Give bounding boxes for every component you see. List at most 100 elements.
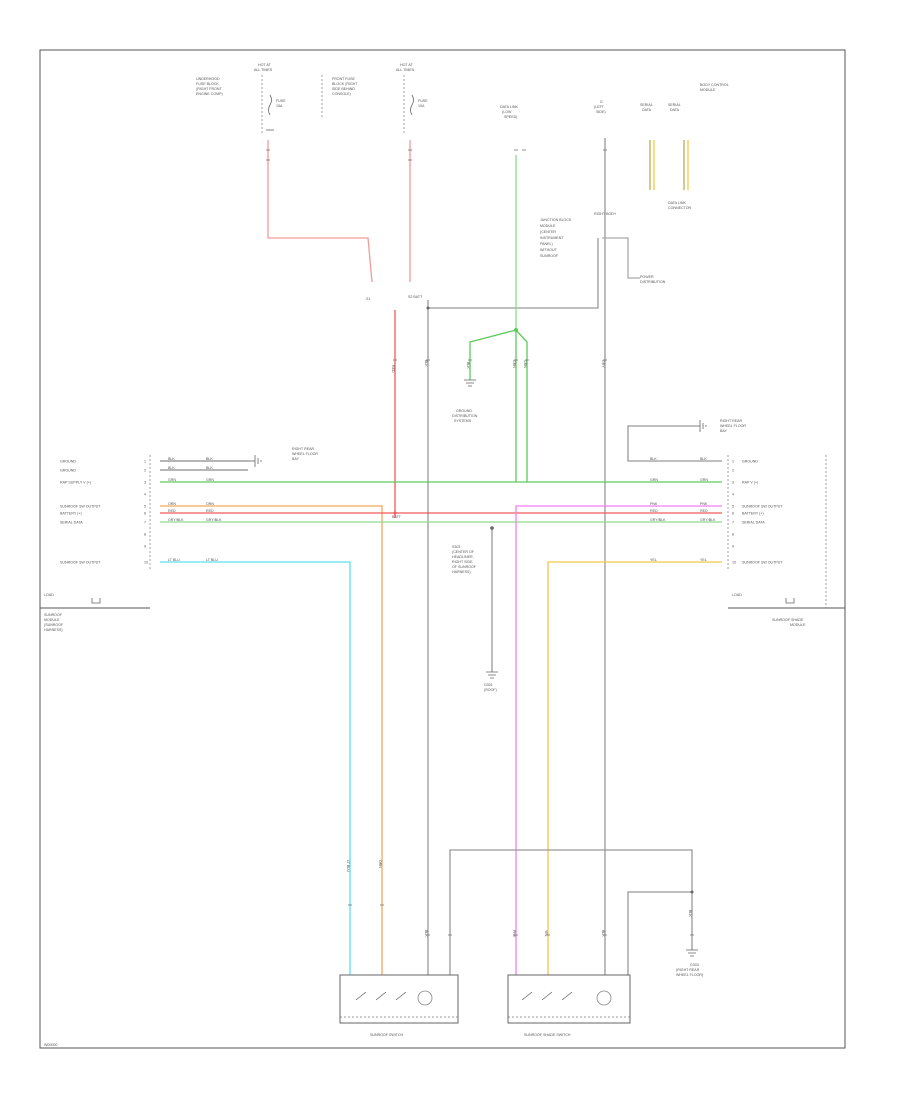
left-pin-wire-code: BLK bbox=[168, 466, 175, 470]
right-pin-label: SERIAL DATA bbox=[742, 520, 765, 524]
right-pin-label: BATTERY (+) bbox=[742, 511, 764, 515]
ground-symbol-g301: G301 (ROOF) bbox=[484, 671, 498, 692]
ground-symbol-g303: G303 (RIGHT REAR WHEEL FLOOR) bbox=[676, 949, 703, 977]
left-pin-num: 10 bbox=[144, 560, 148, 564]
left-pin-num: 5 bbox=[144, 504, 146, 508]
right-pin-num: 10 bbox=[732, 560, 736, 564]
rj-8: SUNROOF bbox=[540, 254, 559, 258]
body-control-label-2: MODULE bbox=[700, 88, 716, 92]
right-pin-wire: RED bbox=[650, 509, 658, 513]
right-pin-num: 8 bbox=[732, 532, 734, 536]
left-pin-wire-code: ORN bbox=[168, 502, 176, 506]
left-module-name-3: (SUNROOF bbox=[44, 623, 64, 627]
gd-2: DISTRIBUTION bbox=[452, 414, 478, 418]
ground-dist-label: GROUND DISTRIBUTION SYSTEMS bbox=[452, 409, 478, 423]
dlc-label-1: DATA LINK bbox=[668, 201, 686, 205]
rj-6: PANEL) bbox=[540, 242, 553, 246]
splice-s303-label: S303 (CENTER OF HEADLINER, RIGHT SIDE OF… bbox=[452, 526, 494, 574]
right-junction-label: RIGHT BODY JUNCTION BLOCK MODULE (CENTER… bbox=[540, 212, 666, 284]
ground-left-3: BAY bbox=[292, 457, 300, 461]
s303-2: (CENTER OF bbox=[452, 550, 475, 554]
sunroof-switch-label: SUNROOF SWITCH bbox=[370, 1033, 404, 1037]
fuse-left-label-2: 15A bbox=[276, 104, 283, 108]
right-module-name-2: MODULE bbox=[790, 623, 806, 627]
data-link-label-3: SPEED) bbox=[504, 115, 517, 119]
fuse-block-left: HOT AT ALL TIMES UNDERHOOD FUSE BLOCK (R… bbox=[196, 63, 286, 135]
fuse-right-loc-3: SIDE BEHIND bbox=[332, 87, 355, 91]
top-label-serial-data: SERIAL DATA SERIAL DATA BODY CONTROL MOD… bbox=[640, 83, 729, 210]
g303-2: (RIGHT REAR bbox=[676, 968, 700, 972]
left-pin-num: 9 bbox=[144, 544, 146, 548]
left-module-name-2: MODULE bbox=[44, 618, 60, 622]
rj-4: (CENTER bbox=[540, 230, 556, 234]
ground-symbol-right: RIGHT REAR WHEEL FLOOR BAY bbox=[699, 419, 746, 433]
wire-tag-yel-bottom: YEL bbox=[544, 930, 548, 937]
left-module-name-4: HARNESS) bbox=[44, 628, 63, 632]
left-pin-num: 6 bbox=[144, 511, 146, 515]
serial-data-label-2: DATA bbox=[642, 108, 652, 112]
splice-dot-green bbox=[514, 328, 518, 332]
left-module-load-symbol bbox=[91, 598, 101, 604]
splice-dot-black bbox=[426, 306, 430, 310]
ground-right-2: WHEEL FLOOR bbox=[720, 424, 746, 428]
serial-data2-label-1: SERIAL bbox=[668, 103, 681, 107]
fuse-left-hot-2: ALL TIMES bbox=[254, 68, 273, 72]
pdm-1: POWER bbox=[640, 275, 654, 279]
data-link-label-1: DATA LINK bbox=[500, 105, 518, 109]
rj-2: JUNCTION BLOCK bbox=[540, 218, 572, 222]
wire-tag-grn-ground: GRN bbox=[523, 360, 527, 368]
right-pin-wire: BLK bbox=[650, 457, 657, 461]
s303-1: S303 bbox=[452, 545, 460, 549]
figure-id: W00000 bbox=[44, 1043, 57, 1047]
left-pin-label: GROUND bbox=[60, 459, 76, 463]
g303-1: G303 bbox=[690, 963, 699, 967]
rj-7: WITHOUT bbox=[540, 248, 558, 252]
right-pin-label: GROUND bbox=[742, 459, 758, 463]
right-pin-wire-code: YEL bbox=[700, 558, 707, 562]
orange-wire bbox=[160, 505, 383, 975]
sunroof-shade-switch-body bbox=[507, 974, 631, 1024]
dlc-label-2: CONNECTOR bbox=[668, 206, 691, 210]
yellow-wire bbox=[547, 561, 722, 975]
g303-3: WHEEL FLOOR) bbox=[676, 973, 703, 977]
gray-wire-pdm bbox=[602, 237, 640, 279]
left-pin-num: 8 bbox=[144, 532, 146, 536]
red-wire-fuse-left bbox=[267, 140, 373, 283]
top-label-data-link: DATA LINK (LOW SPEED) bbox=[500, 105, 518, 119]
left-pin-label: RAP SUPPLY V (+) bbox=[60, 480, 91, 484]
left-pin-wire-code: BLK bbox=[168, 457, 175, 461]
bottom-loop-wire bbox=[449, 849, 693, 975]
right-pin-num: 3 bbox=[732, 480, 734, 484]
g301-1: G301 bbox=[484, 683, 493, 687]
fuse-block-right: HOT AT ALL TIMES FRONT FUSE BLOCK (RIGHT… bbox=[321, 63, 428, 135]
right-pin-wire: GRN bbox=[650, 478, 658, 482]
right-module-load: LOAD bbox=[732, 593, 742, 597]
left-pin-label: SUNROOF SW OUTPUT bbox=[60, 560, 101, 564]
gd-3: SYSTEMS bbox=[454, 419, 472, 423]
ground-symbol-g-mid bbox=[464, 379, 476, 387]
left-pin-num: 1 bbox=[144, 459, 146, 463]
fuse-right-symbol bbox=[410, 94, 414, 116]
left-pin-label: SUNROOF SW OUTPUT bbox=[60, 504, 101, 508]
s303-5: OF SUNROOF bbox=[452, 565, 477, 569]
diagram-frame bbox=[39, 49, 846, 1049]
right-pin-num: 5 bbox=[732, 504, 734, 508]
left-pin-wire: LT BLU bbox=[206, 558, 218, 562]
left-pin-wire: ORN bbox=[206, 502, 214, 506]
fuse-left-label-1: FUSE bbox=[276, 99, 286, 103]
right-pin-num: 6 bbox=[732, 511, 734, 515]
right-pin-wire-code: GRN bbox=[700, 478, 708, 482]
left-module-name-1: SUNROOF bbox=[44, 613, 63, 617]
wire-tag-pnk-bottom: PNK bbox=[512, 930, 516, 938]
wire-tag-batt: BATT bbox=[392, 515, 402, 519]
left-pin-wire: GRN bbox=[206, 478, 214, 482]
wire-tag-gry-vertical: GRY bbox=[601, 360, 605, 368]
fuse-left-hot-1: HOT AT bbox=[258, 63, 271, 67]
right-pin-wire-code: GRY/BLK bbox=[700, 518, 716, 522]
connector-marks bbox=[266, 149, 694, 936]
sunroof-shade-switch-lamp bbox=[596, 990, 612, 1006]
left-pin-num: 2 bbox=[144, 468, 146, 472]
pdm-2: DISTRIBUTION bbox=[640, 280, 666, 284]
right-pin-wire-code: PNK bbox=[700, 502, 708, 506]
